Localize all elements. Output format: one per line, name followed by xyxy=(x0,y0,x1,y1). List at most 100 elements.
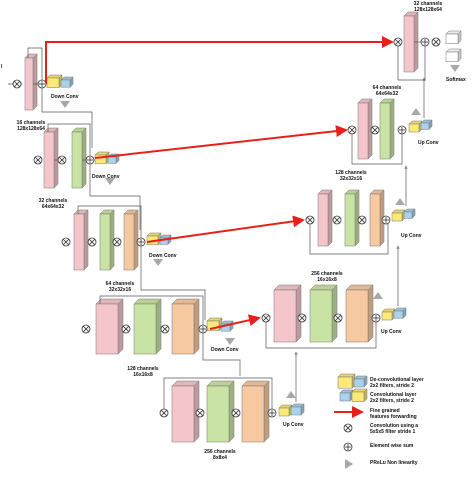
legend-convolution-text: Convolution using a 5x5x5 filter stride … xyxy=(370,423,419,435)
dec1-conv-symbol xyxy=(393,37,403,47)
channel-label-128-left: 128 channels 16x16x8 xyxy=(127,366,159,378)
bottom-block-a xyxy=(171,380,200,443)
bottom-residual-line xyxy=(163,377,273,409)
stage4-conv-b xyxy=(121,324,131,334)
channel-label-32: 32 channels 64x64x32 xyxy=(38,198,68,210)
dec4-sum-symbol xyxy=(371,313,381,323)
stage2-conv-a xyxy=(33,155,43,165)
stage4-block-b xyxy=(133,298,162,355)
dec3-conv-b xyxy=(332,215,342,225)
skip-arrow-4 xyxy=(209,314,261,330)
dec4-conv-b xyxy=(297,313,307,323)
dec3-residual-line xyxy=(309,224,389,255)
bottom-conv-a xyxy=(159,408,169,418)
dec4-block-b xyxy=(309,284,338,343)
stage1-downconv-cube xyxy=(46,74,63,89)
bottom-prelu-triangle xyxy=(286,391,296,398)
stage3-downconv-cube-small xyxy=(159,234,172,246)
legend-sum-symbol xyxy=(343,442,353,452)
dec4-upconv-cube-small xyxy=(393,307,407,319)
dec2-conv-a xyxy=(347,125,357,135)
legend-deconv-cube xyxy=(337,373,356,389)
stage2-sum-symbol xyxy=(85,155,95,165)
dec3-sum-symbol xyxy=(381,215,391,225)
bottom-upconv-cube-small xyxy=(290,403,305,416)
dec3-block-c xyxy=(369,189,385,247)
bottom-conv-c xyxy=(231,408,241,418)
bottom-upconv-cube xyxy=(278,404,293,417)
down-conv-label-3: Down Conv xyxy=(149,253,177,259)
bottom-sum-symbol xyxy=(267,408,277,418)
dec3-upconv-cube xyxy=(391,209,406,222)
dec4-upconv-cube xyxy=(381,308,396,321)
legend-deconv-text: De-convolutional layer 2x2 filters, stri… xyxy=(370,377,424,389)
legend-fine-grained-text: Fine grained features forwarding xyxy=(370,408,417,420)
dec3-conv-a xyxy=(305,215,315,225)
stage4-prelu-triangle xyxy=(225,338,235,345)
stage4-block-a xyxy=(95,298,124,355)
dec1-conv-out xyxy=(431,37,441,47)
dec3-conv-c xyxy=(357,215,367,225)
dec3-upconv-cube-small xyxy=(403,208,416,220)
stage4-to-bottom-line xyxy=(202,333,241,376)
stage2-prelu-triangle xyxy=(105,178,115,185)
legend-conv-cube xyxy=(339,389,354,402)
skip-arrow-2 xyxy=(94,125,348,159)
stage1-to-stage2-line xyxy=(41,88,93,148)
dec2-upconv-cube xyxy=(408,120,423,133)
dec1-sum-symbol xyxy=(420,37,430,47)
dec4-prelu-triangle xyxy=(373,292,383,299)
skip-arrow-3 xyxy=(146,215,305,243)
channel-label-256-bottom: 256 channels 8x8x4 xyxy=(204,449,236,461)
stage3-block-b xyxy=(99,209,115,271)
bottom-block-c xyxy=(241,380,270,443)
stage3-conv-a xyxy=(61,237,71,247)
stage2-block-b xyxy=(71,127,87,189)
dec4-conv-a xyxy=(261,313,271,323)
stage3-sum-symbol xyxy=(136,237,146,247)
legend-prelu-triangle xyxy=(345,459,353,469)
stage3-conv-c xyxy=(112,237,122,247)
legend-conv-cube-yellow xyxy=(351,388,368,403)
dec3-block-b xyxy=(344,189,360,247)
channel-label-16: 16 channels 128x128x64 xyxy=(16,120,46,132)
down-conv-label-2: Down Conv xyxy=(92,174,120,180)
stage2-block-a xyxy=(43,127,59,189)
stage1-prelu-triangle xyxy=(60,101,70,108)
channel-label-top: 32 channels 128x128x64 xyxy=(413,1,443,13)
stage3-residual-line xyxy=(77,205,142,238)
dec2-sum-symbol xyxy=(397,125,407,135)
stage1-conv-symbol xyxy=(12,79,22,89)
softmax-cube-b xyxy=(445,48,462,63)
dec4-block-a xyxy=(273,284,302,343)
stage3-prelu-triangle xyxy=(153,259,163,266)
channel-label-64-left: 64 channels 32x32x16 xyxy=(105,281,135,293)
bottom-conv-b xyxy=(195,408,205,418)
up-conv-label-1: Up Conv xyxy=(418,140,439,146)
stage4-sum-symbol xyxy=(198,324,208,334)
legend-conv-text: Convolutional layer 2x2 filters, stride … xyxy=(370,392,417,404)
stage4-conv-a xyxy=(81,324,91,334)
down-conv-label-4: Down Conv xyxy=(211,347,239,353)
softmax-label: Softmax xyxy=(446,77,466,83)
stage2-residual-line xyxy=(47,123,91,156)
stage2-conv-b xyxy=(57,155,67,165)
dec3-block-a xyxy=(317,189,333,247)
dec1-residual-line xyxy=(397,46,426,81)
channel-label-64-right: 64 channels 64x64x32 xyxy=(372,85,402,97)
legend-conv-symbol xyxy=(343,423,353,433)
up-conv-label-2: Up Conv xyxy=(401,233,422,239)
dec2-block-a xyxy=(357,98,373,160)
stage3-block-c xyxy=(123,209,139,271)
legend-deconv-cube-small xyxy=(353,375,368,388)
dec2-prelu-triangle xyxy=(411,108,421,115)
dec2-residual-line xyxy=(351,134,403,165)
stage4-conv-c xyxy=(160,324,170,334)
bottom-block-b xyxy=(206,380,235,443)
stage1-feature-block xyxy=(24,53,38,111)
dec4-residual-line xyxy=(265,322,377,349)
stage1-downconv-cube-small xyxy=(60,76,74,88)
softmax-triangle xyxy=(450,65,460,72)
